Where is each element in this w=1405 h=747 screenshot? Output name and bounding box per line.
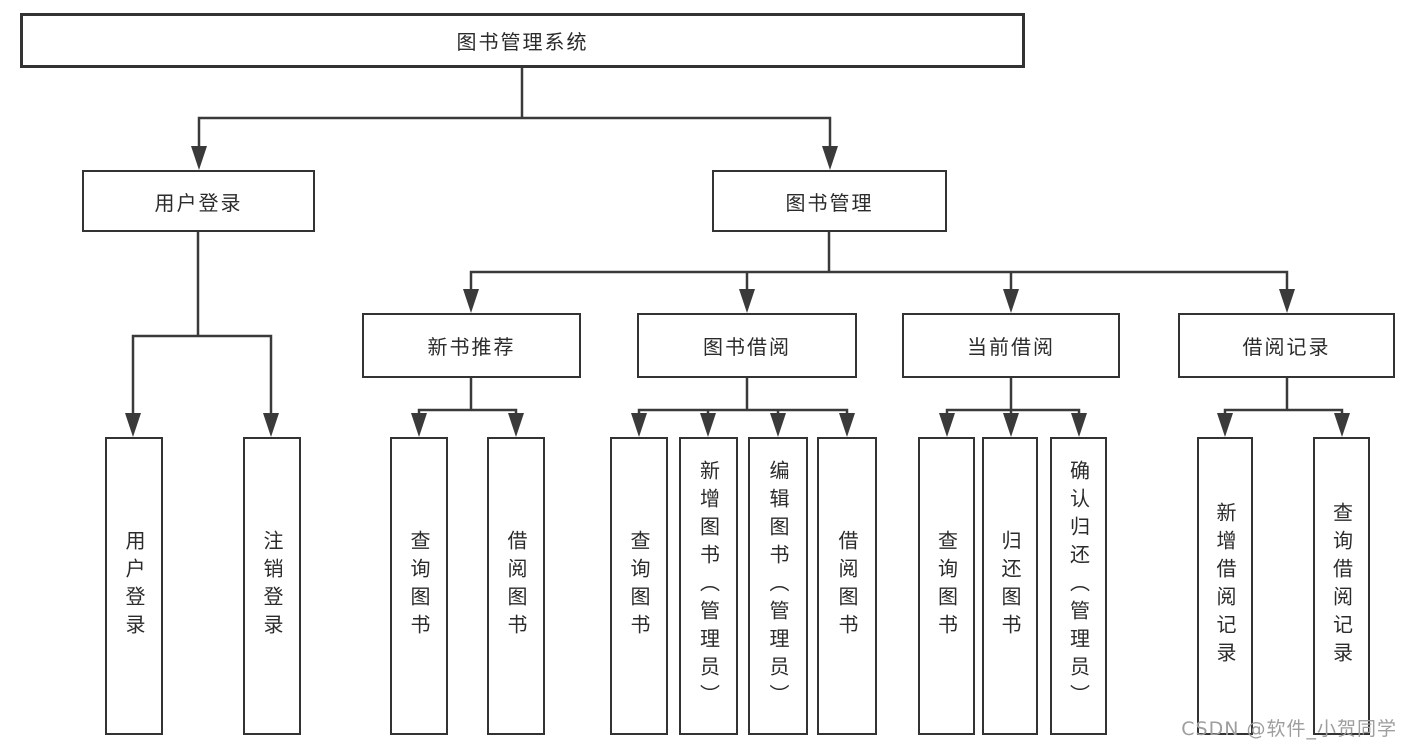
leaf-label: 编辑图书（管理员）	[766, 460, 790, 712]
connector	[197, 116, 832, 147]
leaf-return-book: 归还图书	[982, 437, 1038, 735]
arrow-down-icon	[463, 289, 479, 313]
leaf-label: 用户登录	[122, 530, 146, 642]
connector	[469, 270, 1289, 290]
leaf-query-books-current: 查询图书	[918, 437, 975, 735]
arrow-down-icon	[700, 413, 716, 437]
arrow-down-icon	[508, 413, 524, 437]
arrow-down-icon	[1334, 413, 1350, 437]
arrow-down-icon	[191, 146, 207, 170]
arrow-down-icon	[1279, 289, 1295, 313]
arrowheads	[125, 146, 1350, 437]
leaf-user-login: 用户登录	[105, 437, 163, 735]
leaf-label: 确认归还（管理员）	[1066, 460, 1091, 712]
csdn-watermark: CSDN @软件_小贺同学	[1181, 718, 1397, 740]
leaf-label: 归还图书	[998, 530, 1022, 642]
node-book-management: 图书管理	[712, 170, 947, 232]
arrow-down-icon	[939, 413, 955, 437]
arrow-down-icon	[125, 413, 141, 437]
leaf-edit-book-admin: 编辑图书（管理员）	[748, 437, 808, 735]
arrow-down-icon	[739, 289, 755, 313]
node-borrowing-records: 借阅记录	[1178, 313, 1395, 378]
leaf-confirm-return-admin: 确认归还（管理员）	[1050, 437, 1107, 735]
leaf-query-books-borrowing: 查询图书	[610, 437, 668, 735]
leaf-label: 借阅图书	[835, 530, 859, 642]
arrow-down-icon	[1217, 413, 1233, 437]
connector	[417, 408, 518, 414]
leaf-label: 借阅图书	[504, 530, 528, 642]
leaf-label: 新增图书（管理员）	[696, 460, 721, 712]
arrow-down-icon	[1003, 289, 1019, 313]
leaf-label: 查询图书	[934, 530, 959, 642]
arrow-down-icon	[1003, 413, 1019, 437]
connector-lines	[131, 68, 1344, 414]
leaf-query-borrow-record: 查询借阅记录	[1313, 437, 1370, 735]
node-book-borrowing: 图书借阅	[637, 313, 857, 378]
leaf-add-borrow-record: 新增借阅记录	[1197, 437, 1253, 735]
leaf-label: 查询图书	[627, 530, 651, 642]
leaf-label: 查询借阅记录	[1329, 502, 1354, 670]
node-current-borrowing: 当前借阅	[902, 313, 1120, 378]
arrow-down-icon	[1071, 413, 1087, 437]
node-root-system: 图书管理系统	[20, 13, 1025, 68]
connector	[131, 334, 273, 414]
leaf-label: 新增借阅记录	[1213, 502, 1237, 670]
connector	[637, 408, 849, 414]
leaf-logout: 注销登录	[243, 437, 301, 735]
arrow-down-icon	[839, 413, 855, 437]
arrow-down-icon	[631, 413, 647, 437]
leaf-label: 注销登录	[260, 530, 284, 642]
leaf-borrow-books-borrowing: 借阅图书	[817, 437, 877, 735]
connector	[945, 408, 1081, 414]
node-user-login: 用户登录	[82, 170, 315, 232]
connector	[1223, 408, 1344, 414]
node-new-book-recommendation: 新书推荐	[362, 313, 581, 378]
leaf-query-books-recommend: 查询图书	[390, 437, 448, 735]
arrow-down-icon	[770, 413, 786, 437]
arrow-down-icon	[411, 413, 427, 437]
arrow-down-icon	[263, 413, 279, 437]
leaf-label: 查询图书	[407, 530, 431, 642]
arrow-down-icon	[822, 146, 838, 170]
leaf-borrow-books-recommend: 借阅图书	[487, 437, 545, 735]
leaf-add-book-admin: 新增图书（管理员）	[679, 437, 738, 735]
